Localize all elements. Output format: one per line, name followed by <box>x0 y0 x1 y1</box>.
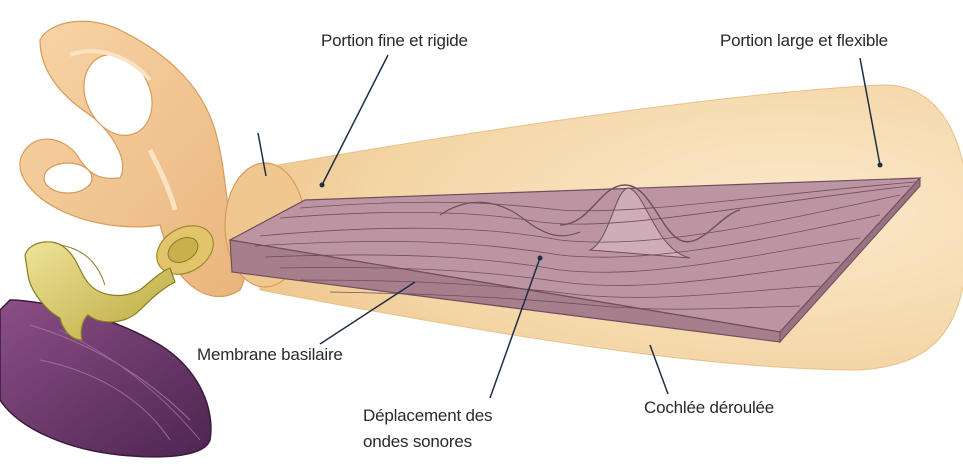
eardrum <box>0 300 211 457</box>
label-deplacement-line2: ondes sonores <box>363 429 492 455</box>
label-membrane-basilaire: Membrane basilaire <box>197 344 343 366</box>
label-deplacement-line1: Déplacement des <box>363 403 492 429</box>
label-portion-fine: Portion fine et rigide <box>321 30 468 52</box>
label-deplacement-ondes: Déplacement des ondes sonores <box>363 403 492 455</box>
label-portion-large: Portion large et flexible <box>720 30 888 52</box>
label-cochlee-deroulee: Cochlée déroulée <box>644 397 774 419</box>
